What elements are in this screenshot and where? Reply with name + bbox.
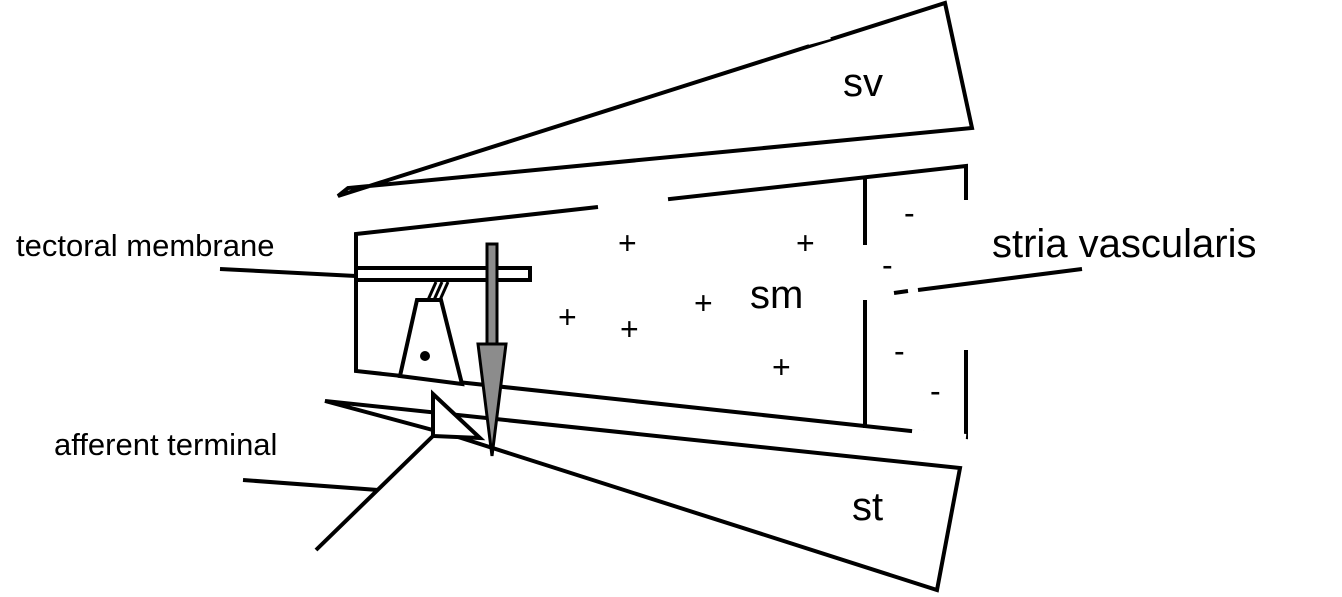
positive-sign: + (620, 311, 639, 347)
afferent-terminal-triangle (431, 389, 486, 441)
downward-arrow (476, 242, 508, 457)
tectoral-membrane-label: tectoral membrane (16, 228, 274, 263)
scala-media-outline (354, 163, 968, 440)
tectoral-membrane-bar (354, 266, 532, 282)
scala-media: sm + + + + + + - - - - (354, 163, 969, 440)
scala-tympani-outline (324, 399, 963, 593)
positive-sign: + (694, 285, 713, 321)
stria-vascularis-pointer (917, 267, 1083, 292)
scala-media-label: sm (750, 273, 803, 317)
afferent-terminal-pointer (242, 478, 379, 492)
hair-cell-nucleus (420, 351, 430, 361)
afferent-terminal: afferent terminal (54, 389, 486, 552)
arrow-head (476, 342, 508, 457)
tectoral-membrane: tectoral membrane (16, 228, 532, 282)
positive-sign: + (772, 349, 791, 385)
negative-sign: - (904, 195, 915, 231)
hair-cell-body (397, 298, 465, 387)
positive-sign: + (558, 299, 577, 335)
scala-tympani-label: st (852, 485, 883, 529)
positive-sign: + (618, 225, 637, 261)
scala-media-gap (597, 196, 669, 210)
stria-vascularis-label: stria vascularis (992, 222, 1257, 266)
stria-vascularis: stria vascularis (893, 222, 1257, 295)
negative-sign: - (894, 333, 905, 369)
afferent-nerve-fiber (314, 434, 435, 552)
tectoral-membrane-pointer (219, 267, 357, 278)
scala-tympani: st (324, 399, 963, 593)
stria-vascularis-pointer-tip (893, 289, 909, 295)
arrow-shaft (485, 242, 499, 346)
scala-vestibuli-label: sv (843, 61, 883, 105)
scala-vestibuli-outline (336, 0, 975, 198)
scala-vestibuli: sv (336, 0, 975, 198)
stereocilia (438, 281, 450, 301)
positive-sign: + (796, 225, 815, 261)
negative-sign: - (882, 247, 893, 283)
scala-media-bottom-gap (911, 429, 967, 440)
hair-cell (397, 281, 465, 387)
afferent-terminal-label: afferent terminal (54, 427, 277, 462)
scala-vestibuli-gap (807, 33, 831, 45)
stereocilia (432, 281, 444, 301)
negative-sign: - (930, 373, 941, 409)
stereocilia (426, 281, 438, 301)
